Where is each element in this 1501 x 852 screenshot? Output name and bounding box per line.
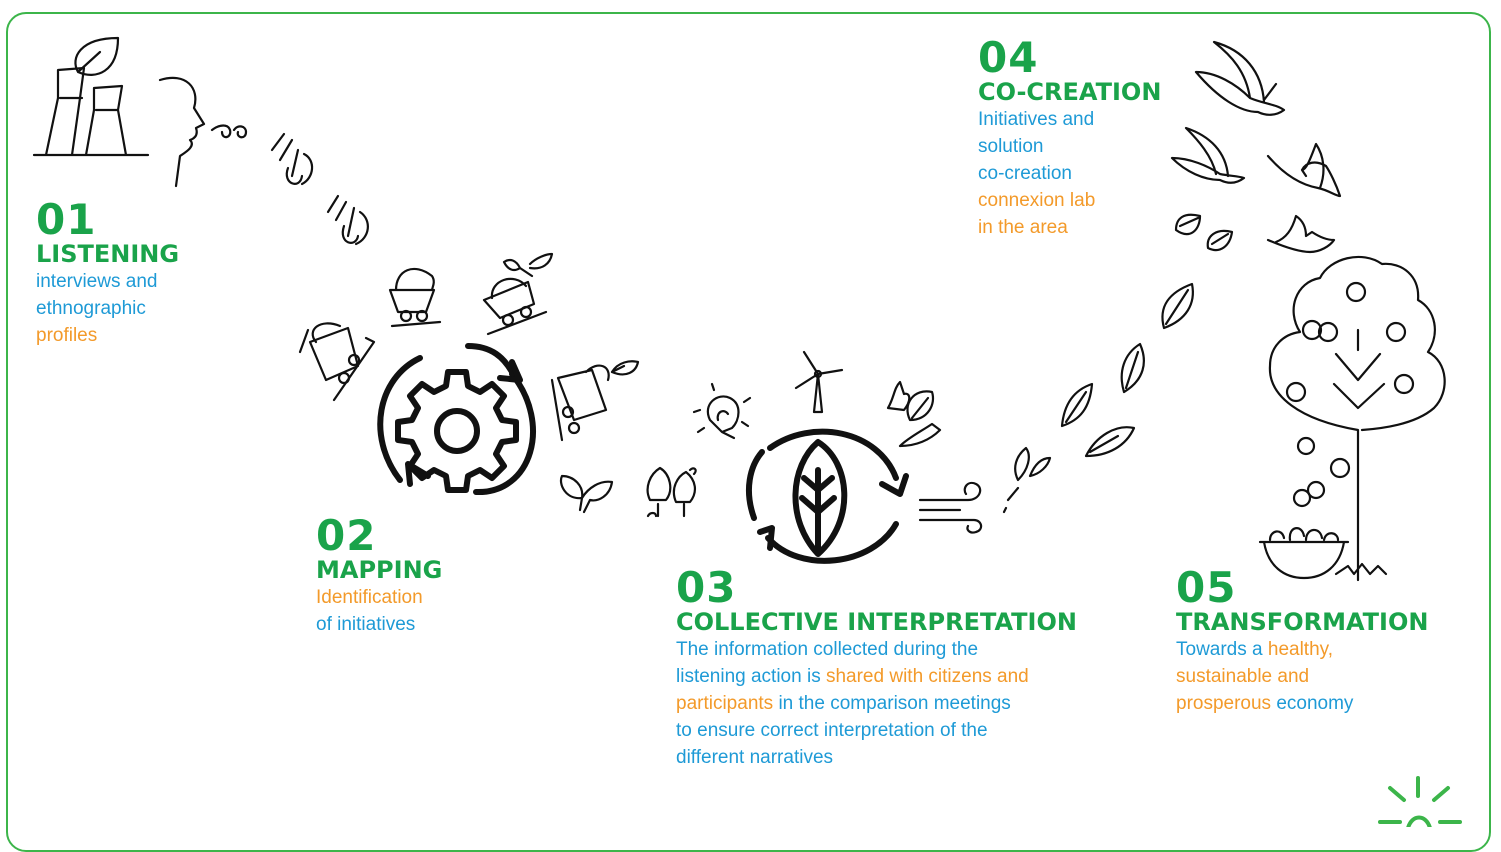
step-description: Identification of initiatives [316, 587, 423, 635]
step-number: 03 [676, 563, 737, 612]
leaf-icon [1002, 213, 1234, 514]
step-02: 02 MAPPING Identification of initiatives [316, 511, 443, 638]
face-breath-icon [158, 76, 248, 188]
step-title: TRANSFORMATION [1176, 608, 1429, 636]
lightbulb-icon [692, 382, 752, 440]
step-description: Initiatives and solution co-creation con… [978, 109, 1096, 238]
sprout-icon [559, 466, 697, 518]
step-number: 02 [316, 511, 377, 560]
step-04: 04 CO-CREATION Initiatives and solution … [978, 33, 1162, 241]
step-title: MAPPING [316, 556, 443, 584]
leaf-icon [74, 36, 120, 76]
logo-icon [1378, 776, 1462, 827]
step-title: COLLECTIVE INTERPRETATION [676, 608, 1077, 636]
gear-cycle-icon [377, 343, 536, 496]
step-number: 05 [1176, 563, 1237, 612]
apple-tree-icon [1268, 255, 1446, 582]
bird-icon [1170, 40, 1342, 254]
step-description: Towards a healthy, sustainable and prosp… [1176, 639, 1354, 714]
wind-icon [918, 481, 983, 534]
step-description: The information collected during the lis… [676, 639, 1029, 768]
mine-cart-icon [298, 252, 640, 442]
illustration [32, 36, 1462, 827]
step-05: 05 TRANSFORMATION Towards a healthy, sus… [1176, 563, 1429, 717]
wind-turbine-icon [794, 350, 844, 414]
step-03: 03 COLLECTIVE INTERPRETATION The informa… [676, 563, 1077, 771]
leaf-cycle-icon [745, 428, 909, 564]
hands-leaf-icon [886, 380, 942, 448]
factory-icon [32, 66, 150, 157]
step-01: 01 LISTENING interviews and ethnographic… [36, 195, 180, 349]
step-title: CO-CREATION [978, 78, 1162, 106]
wind-icon [270, 132, 369, 246]
fruit-bowl-icon [1258, 527, 1350, 580]
step-number: 01 [36, 195, 97, 244]
step-title: LISTENING [36, 240, 180, 268]
step-number: 04 [978, 33, 1039, 82]
step-description: interviews and ethnographic profiles [36, 271, 158, 346]
